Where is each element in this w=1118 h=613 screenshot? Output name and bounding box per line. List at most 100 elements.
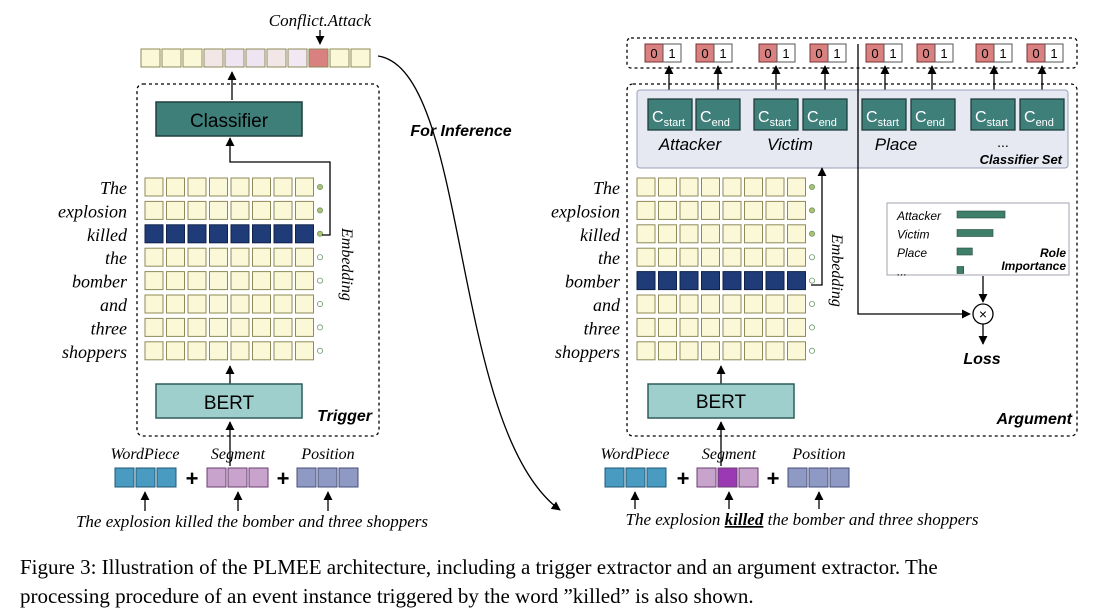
output-bit-0-label: 0 [650,46,657,61]
embedding-port [809,347,816,354]
embedding-cell [166,200,185,220]
output-bit-1 [883,43,903,63]
embedding-cell [273,247,293,267]
role-importance-bars: AttackerVictimPlace... [896,209,1006,279]
classifier-subscript: end [712,117,730,129]
embedding-cell [295,177,314,197]
token-label: bomber [72,272,128,292]
argument-plus-2: + [767,466,780,491]
trigger-extractor: Conflict.Attack Classifier Theexplosionk… [58,11,428,531]
segment-cell [206,467,227,488]
wordpiece-cell [625,467,646,488]
embedding-cell [273,224,293,244]
trigger-panel-frame [136,83,380,437]
embedding-cell [295,200,314,220]
wordpiece-cell [646,467,667,488]
embedding-port [316,324,323,331]
embedding-cell [765,294,785,314]
start-classifier-box [753,98,799,131]
embedding-cell [679,177,699,197]
token-label: and [100,295,128,315]
end-classifier-box [910,98,956,131]
classifier-symbol: C [700,109,712,126]
embedding-cell [209,224,228,244]
embedding-cell [187,177,207,197]
embedding-cell [701,271,720,291]
embedding-cell [658,224,677,244]
output-bit-1-label: 1 [999,46,1006,61]
embedding-cell [701,177,720,197]
start-classifier-label: Cstart [652,109,685,129]
embedding-cell [209,200,228,220]
embedding-cell [744,224,763,244]
output-cell [161,48,182,68]
argument-panel-frame [626,83,1078,437]
embedding-cell [273,200,293,220]
embedding-cell [252,317,271,337]
plmee-architecture-diagram: Conflict.Attack Classifier Theexplosionk… [58,11,1078,531]
embedding-cell [722,177,742,197]
embedding-cell [230,224,250,244]
event-type-output-vector [140,48,371,68]
embedding-cell [679,341,699,361]
embedding-cell [787,294,806,314]
embedding-port [809,230,816,237]
embedding-cell [252,177,271,197]
embedding-cell [787,247,806,267]
embedding-cell [787,200,806,220]
output-cell [140,48,161,68]
trigger-bert-box [155,383,303,419]
start-classifier-box [647,98,693,131]
embedding-port [809,207,816,214]
argument-bert-box [647,383,795,419]
output-bit-1-label: 1 [940,46,947,61]
trigger-wordpiece-label: WordPiece [110,446,179,463]
classifier-symbol: C [758,109,770,126]
role-name: Victim [767,135,813,154]
embedding-cell [722,271,742,291]
output-bit-0-label: 0 [922,46,929,61]
embedding-cell [209,294,228,314]
embedding-cell [209,271,228,291]
wordpiece-cell [114,467,135,488]
start-classifier-box [970,98,1016,131]
sentence-trigger-word: killed [725,510,764,529]
token-label: The [100,178,127,198]
argument-input-embeddings [604,467,850,488]
trigger-plus-2: + [277,466,290,491]
embedding-cell [187,341,207,361]
embedding-cell [273,341,293,361]
sentence-after-trigger: the bomber and three shoppers [768,510,979,529]
embedding-cell [765,271,785,291]
embedding-port [316,347,323,354]
embedding-cell [187,317,207,337]
end-classifier-label: Cend [1024,109,1054,129]
start-classifier-label: Cstart [975,109,1008,129]
output-cell [329,48,350,68]
embedding-cell [636,341,656,361]
output-bit-0-label: 0 [764,46,771,61]
embedding-cell [166,177,185,197]
embedding-cell [252,341,271,361]
output-bit-1 [993,43,1013,63]
role-importance-bar [956,247,973,256]
embedding-cell [209,177,228,197]
embedding-cell [679,200,699,220]
token-label: shoppers [555,342,620,362]
argument-token-embeddings [636,177,816,361]
embedding-cell [230,341,250,361]
embedding-cell [744,200,763,220]
embedding-cell [658,177,677,197]
embedding-cell [187,271,207,291]
end-classifier-label: Cend [915,109,945,129]
embedding-cell [658,247,677,267]
classifier-subscript: start [664,117,685,129]
classifier-subscript: end [1036,117,1054,129]
classifier-symbol: C [975,109,987,126]
position-cell [338,467,359,488]
token-label: and [593,295,621,315]
trigger-bert-label: BERT [204,393,255,414]
